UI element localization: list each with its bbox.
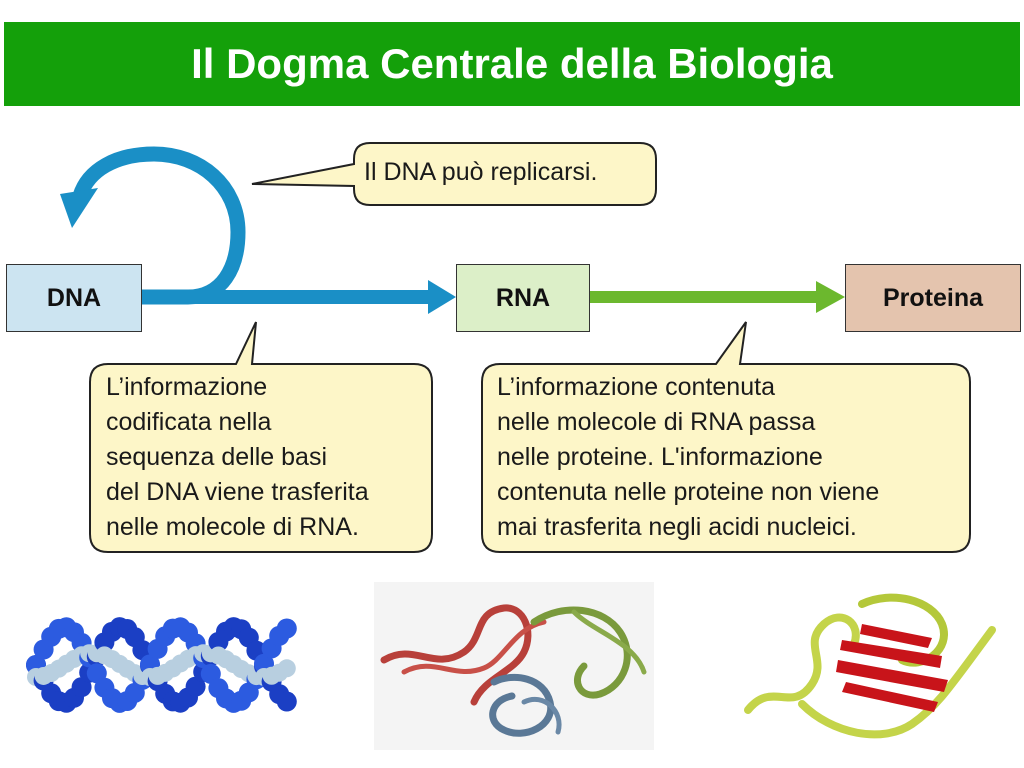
rna-label: RNA <box>495 283 551 312</box>
dna-node: DNA <box>6 264 142 332</box>
translation-callout-text: L’informazione contenuta nelle molecole … <box>497 373 880 541</box>
protein-label: Proteina <box>882 283 984 312</box>
rna-model-image <box>374 582 654 750</box>
translation-bubble <box>481 321 971 553</box>
replication-loop-arrow <box>72 146 246 305</box>
replication-bubble <box>251 142 657 206</box>
title-bar: Il Dogma Centrale della Biologia <box>4 22 1020 106</box>
replication-callout-text: Il DNA può replicarsi. <box>364 158 598 186</box>
dna-to-rna-arrowhead <box>428 280 456 314</box>
protein-model-image <box>742 584 1004 748</box>
replication-arrowhead <box>60 188 98 228</box>
page-title: Il Dogma Centrale della Biologia <box>191 40 833 87</box>
rna-to-protein-arrow-shaft <box>588 291 818 303</box>
transcription-bubble <box>89 321 433 553</box>
dna-label: DNA <box>46 283 102 312</box>
dna-to-rna-arrow-shaft <box>140 290 430 304</box>
transcription-callout-text: L’informazione codificata nella sequenza… <box>106 373 369 541</box>
protein-node: Proteina <box>845 264 1021 332</box>
dna-model-image <box>26 590 302 740</box>
rna-node: RNA <box>456 264 590 332</box>
rna-to-protein-arrowhead <box>816 281 845 313</box>
